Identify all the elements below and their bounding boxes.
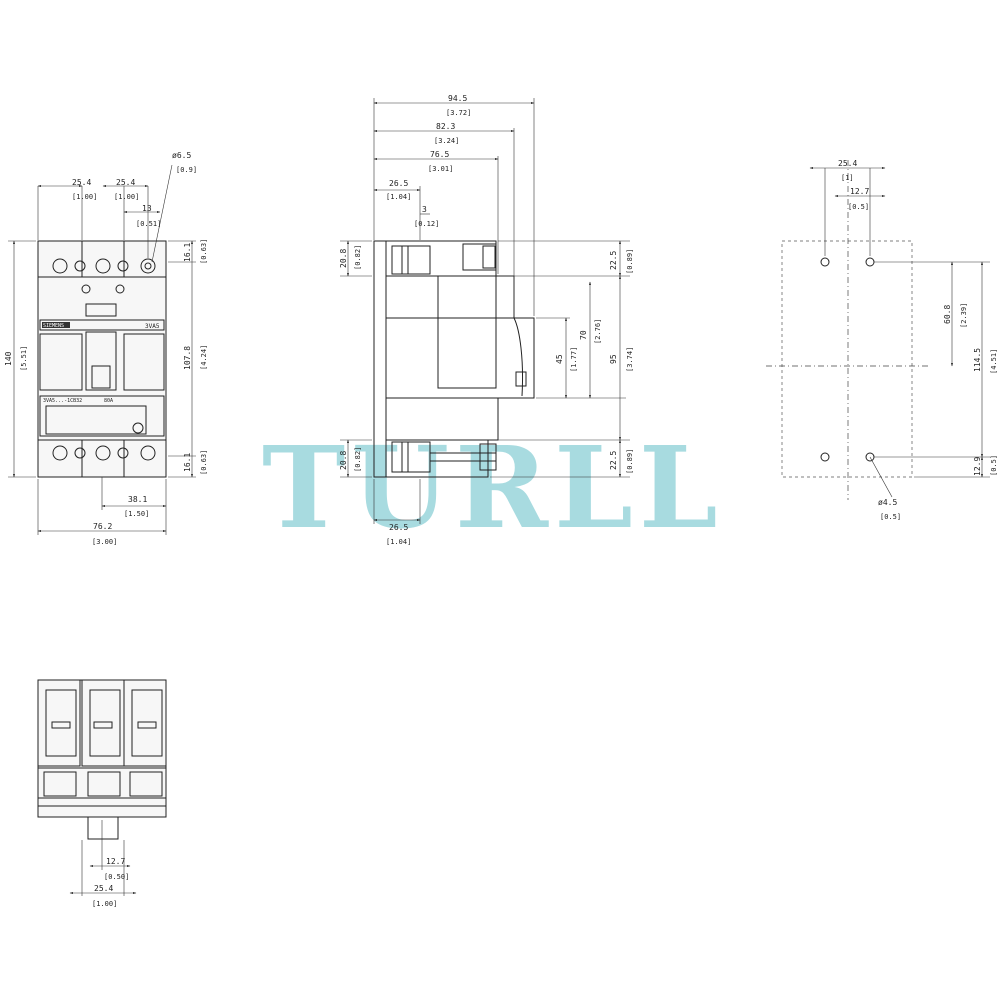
dim-mount-spacing: 60.8 (943, 305, 952, 324)
dim-hole-dia-in: [0.9] (176, 166, 197, 174)
front-view: SIEMENS 3VA5 3VA5...-1CB32 80A 25.4 [1.0… (4, 151, 208, 546)
dim-mount-half: 12.7 (850, 187, 869, 196)
dim-mount-spacing-in: [2.39] (960, 303, 968, 328)
dim-right-bottom-in: [0.89] (626, 449, 634, 474)
dim-hole-dia: ø6.5 (172, 151, 191, 160)
dim-h45-in: [1.77] (570, 347, 578, 372)
dim-h70: 70 (579, 330, 588, 340)
dim-mount-bottom: 12.9 (973, 457, 982, 476)
dim-h95-in: [3.74] (626, 347, 634, 372)
dim-mount-pitch-in: [1] (841, 174, 854, 182)
mounting-hole-icon (820, 257, 830, 267)
dim-half-width: 38.1 (128, 495, 147, 504)
dim-bottom-half-in: [0.50] (104, 873, 129, 881)
dim-front-offset: 26.5 (389, 179, 408, 188)
dim-mount-half-in: [0.5] (848, 203, 869, 211)
dim-small-gap-in: [0.12] (414, 220, 439, 228)
dim-bottom-offset-in: [1.04] (386, 538, 411, 546)
terminal-screw-icon (95, 258, 111, 274)
mounting-outline (781, 240, 913, 478)
dim-h45: 45 (555, 354, 564, 364)
dim-pitch-right-in: [1.00] (114, 193, 139, 201)
dim-front-offset-in: [1.04] (386, 193, 411, 201)
dim-depth-handle: 82.3 (436, 122, 455, 131)
dim-mount-pitch: 25.4 (838, 159, 857, 168)
dim-offset-in: [0.51] (136, 220, 161, 228)
dim-height-in: [5.51] (20, 346, 28, 371)
dim-mount-hole-in: [0.5] (880, 513, 901, 521)
dim-mount-hole: ø4.5 (878, 498, 897, 507)
dim-height: 140 (4, 351, 13, 366)
dim-depth-handle-in: [3.24] (434, 137, 459, 145)
dim-width-in: [3.00] (92, 538, 117, 546)
dim-term-top-in: [0.82] (354, 245, 362, 270)
dim-term-bottom-in: [0.82] (354, 447, 362, 472)
rating-label: 3VA5...-1CB32 (43, 398, 82, 404)
handle-stub (87, 816, 119, 840)
dim-depth-body: 76.5 (430, 150, 449, 159)
current-label: 80A (104, 398, 113, 404)
dim-width: 76.2 (93, 522, 112, 531)
dim-term-top: 20.8 (339, 249, 348, 268)
mounting-hole-icon (820, 452, 830, 462)
watermark-text: TURLL (262, 423, 724, 554)
dim-right-top: 22.5 (609, 251, 618, 270)
terminal-screw-icon (140, 445, 156, 461)
dim-pitch-left-in: [1.00] (72, 193, 97, 201)
model-label: 3VA5 (145, 323, 160, 330)
dim-top-term: 16.1 (183, 243, 192, 262)
dim-depth-total: 94.5 (448, 94, 467, 103)
dim-half-width-in: [1.50] (124, 510, 149, 518)
terminal-screw-icon (52, 258, 68, 274)
brand-label: SIEMENS (43, 323, 64, 329)
dim-mount-bottom-in: [0.5] (990, 455, 998, 476)
dim-pitch-right: 25.4 (116, 178, 135, 187)
breaker-body (37, 240, 167, 478)
dim-offset: 13 (142, 204, 152, 213)
dim-right-top-in: [0.89] (626, 249, 634, 274)
terminal-screw-icon (95, 445, 111, 461)
dim-h70-in: [2.76] (594, 319, 602, 344)
toggle-handle (85, 331, 117, 391)
dim-handle-span: 107.8 (183, 346, 192, 370)
bottom-view: 12.7 [0.50] 25.4 [1.00] (37, 679, 167, 908)
dim-top-term-in: [0.63] (200, 239, 208, 264)
dim-depth-body-in: [3.01] (428, 165, 453, 173)
terminal-screw-icon (140, 258, 156, 274)
bottom-body (37, 679, 167, 818)
dim-bottom-pitch-in: [1.00] (92, 900, 117, 908)
dim-mount-overall-in: [4.51] (990, 349, 998, 374)
dim-mount-overall: 114.5 (973, 348, 982, 372)
dim-bottom-half: 12.7 (106, 857, 125, 866)
side-view: 94.5 [3.72] 82.3 [3.24] 76.5 [3.01] 26.5… (339, 94, 634, 546)
dim-term-bottom: 20.8 (339, 451, 348, 470)
dim-small-gap: 3 (422, 205, 427, 214)
dim-h95: 95 (609, 354, 618, 364)
dim-pitch-left: 25.4 (72, 178, 91, 187)
toggle-handle (513, 317, 523, 397)
mounting-hole-icon (865, 257, 875, 267)
dim-bottom-term-in: [0.63] (200, 450, 208, 475)
terminal-screw-icon (52, 445, 68, 461)
dim-bottom-term: 16.1 (183, 453, 192, 472)
dim-depth-total-in: [3.72] (446, 109, 471, 117)
dim-handle-span-in: [4.24] (200, 345, 208, 370)
dim-bottom-offset: 26.5 (389, 523, 408, 532)
dim-right-bottom: 22.5 (609, 451, 618, 470)
mounting-view: 25.4 [1] 12.7 [0.5] 60.8 [2.39] 114.5 [4… (766, 159, 998, 521)
dim-bottom-pitch: 25.4 (94, 884, 113, 893)
